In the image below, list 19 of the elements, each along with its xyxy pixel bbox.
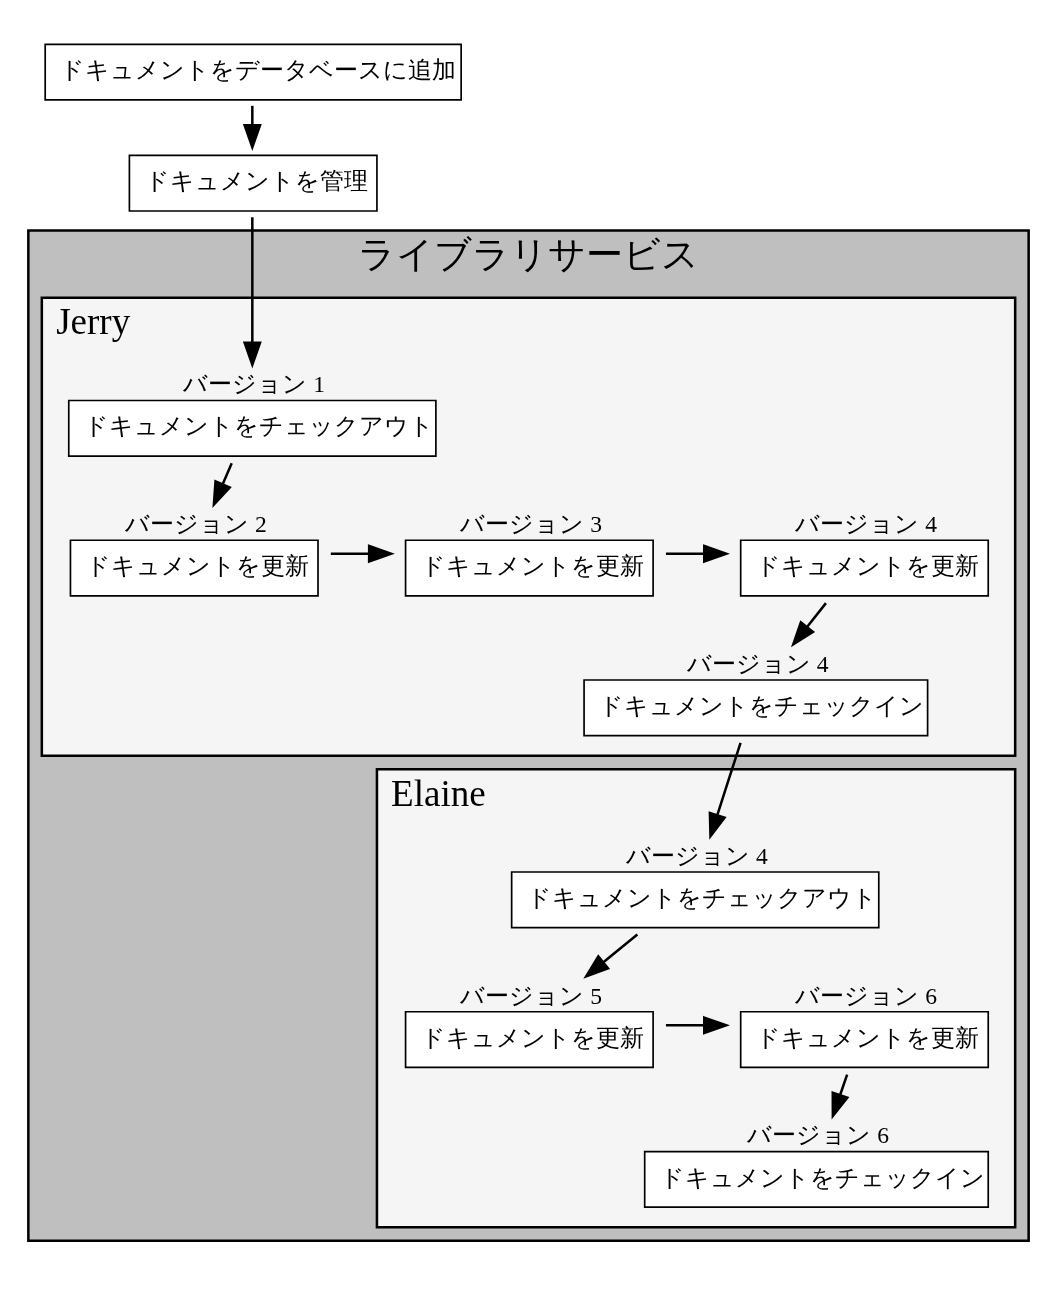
- node-label: バージョン 1: [183, 371, 325, 398]
- arrow: [242, 105, 262, 152]
- arrow: [330, 544, 395, 564]
- node-label: バージョン 6: [795, 982, 938, 1009]
- arrow: [212, 462, 233, 509]
- arrow: [665, 544, 730, 564]
- arrow: [708, 742, 742, 840]
- node-label: バージョン 2: [125, 511, 267, 538]
- node-label: バージョン 6: [747, 1122, 890, 1149]
- node-label: バージョン 4: [626, 842, 768, 869]
- arrow: [665, 1015, 730, 1035]
- node-label: バージョン 4: [686, 650, 829, 677]
- node-label: バージョン 5: [460, 982, 602, 1009]
- node-label: バージョン 4: [795, 511, 938, 538]
- arrow: [790, 602, 827, 648]
- node-label: バージョン 3: [460, 511, 602, 538]
- arrow: [242, 217, 262, 369]
- arrow: [583, 933, 639, 979]
- arrow: [831, 1074, 850, 1120]
